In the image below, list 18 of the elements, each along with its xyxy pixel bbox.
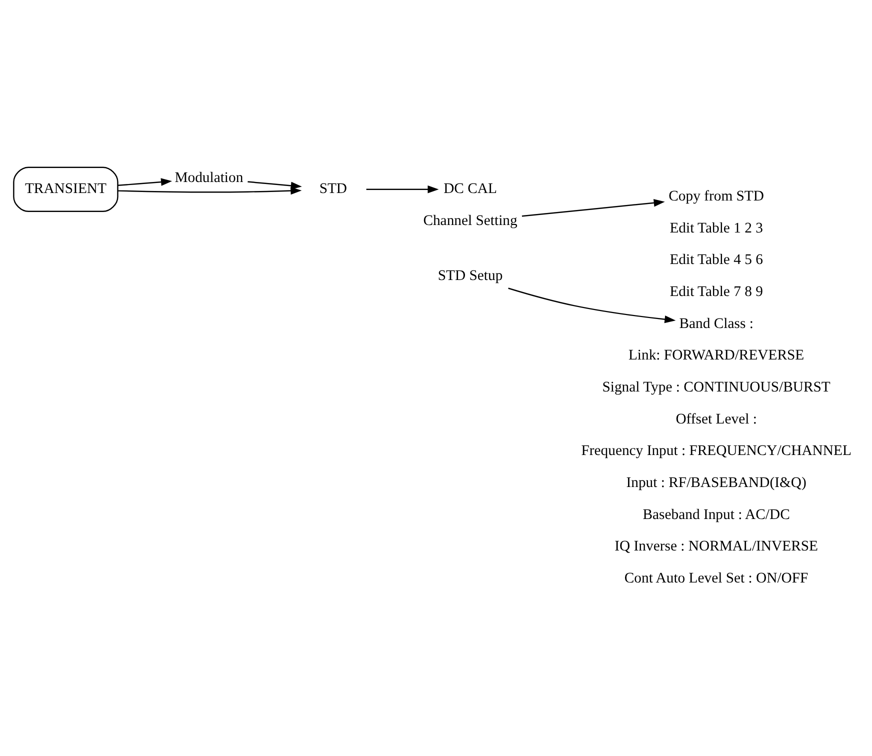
node-text: STD [319,180,348,197]
node-text: Baseband Input : AC/DC [642,506,790,522]
node-text: Copy from STD [668,188,764,204]
node-text: Frequency Input : FREQUENCY/CHANNEL [581,442,852,459]
node-text: Band Class : [679,315,754,332]
node-text: Offset Level : [676,410,757,427]
node-text: Edit Table 4 5 6 [670,252,763,268]
node-text: Cont Auto Level Set : ON/OFF [624,570,808,586]
node-text: Link: FORWARD/REVERSE [628,347,804,364]
node-text: Channel Setting [423,212,518,228]
node-text: Edit Table 1 2 3 [670,220,763,236]
node-text: Edit Table 7 8 9 [670,283,763,300]
node-text: Modulation [174,170,244,186]
node-text: DC CAL [444,180,497,197]
node-text: IQ Inverse : NORMAL/INVERSE [614,538,818,554]
node-text: STD Setup [438,268,503,284]
node-text: Signal Type : CONTINUOUS/BURST [602,378,830,395]
node-text: Input : RF/BASEBAND(I&Q) [626,474,806,490]
